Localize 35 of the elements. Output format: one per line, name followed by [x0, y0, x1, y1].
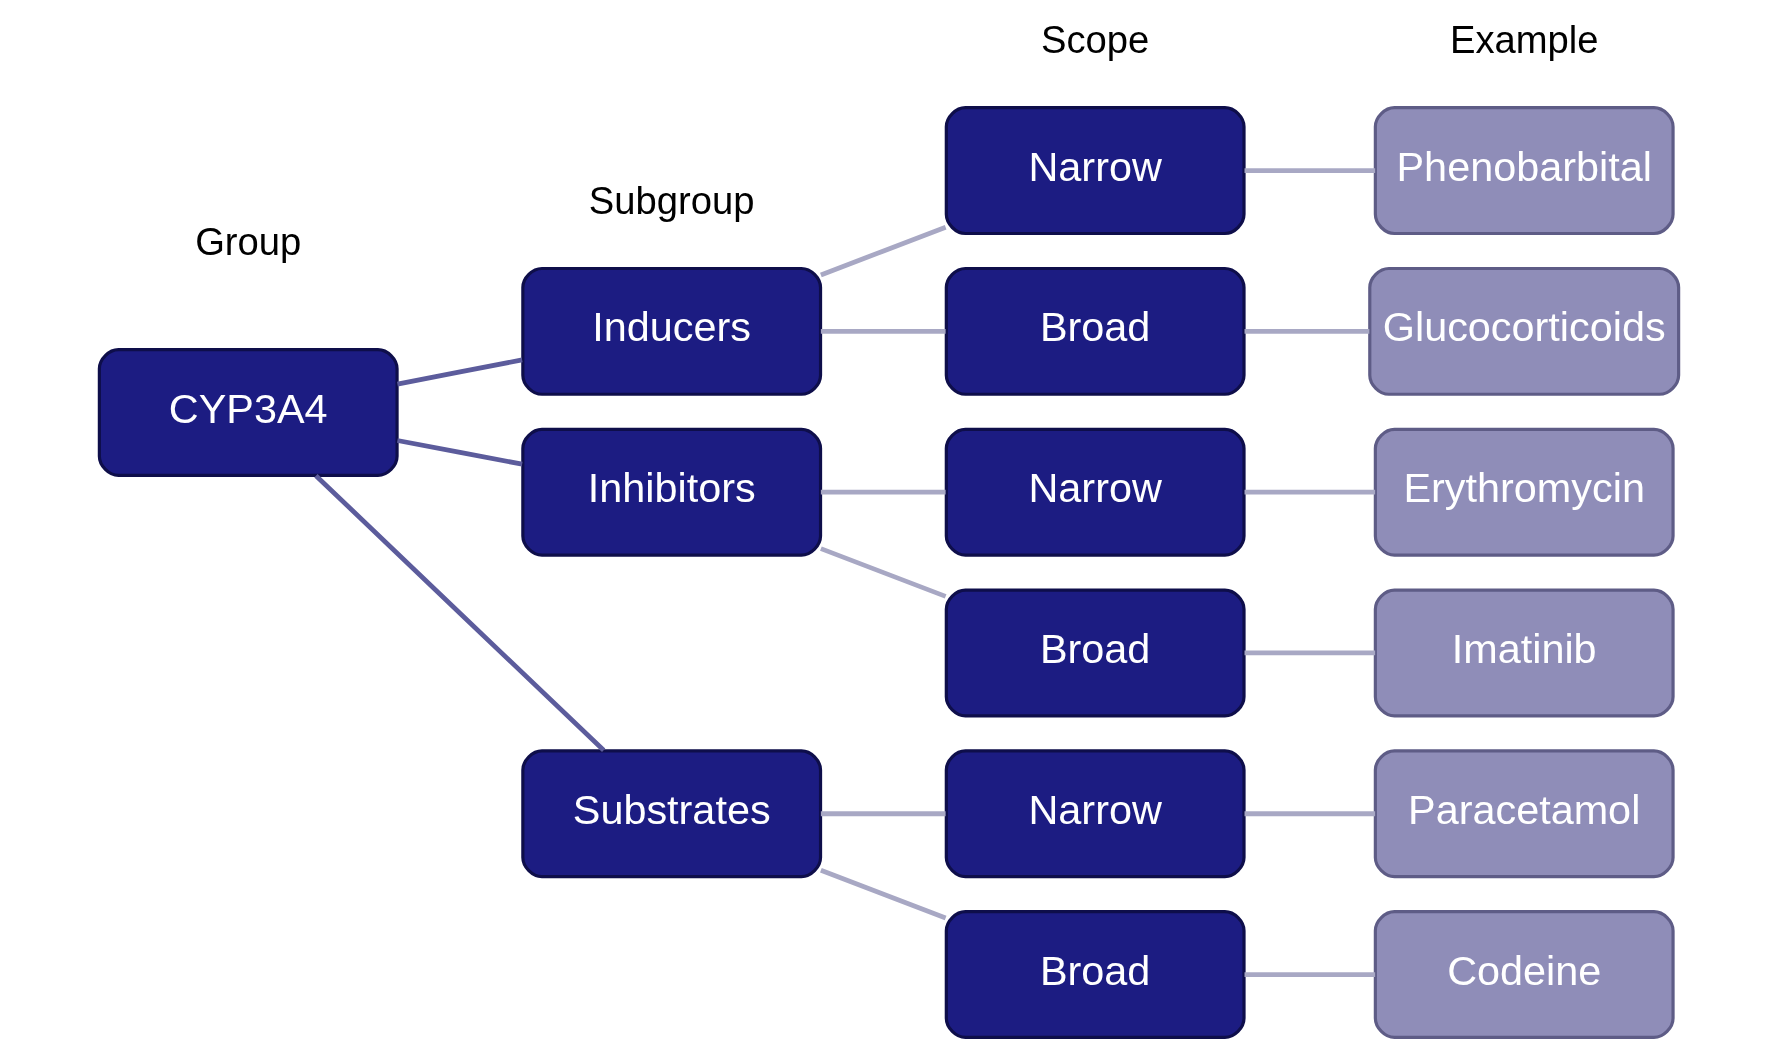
node-box: Inducers [520, 266, 822, 396]
connector [1244, 489, 1375, 495]
connector [820, 489, 946, 495]
connector [1244, 650, 1375, 656]
node-box: Substrates [520, 749, 822, 879]
label: Group [194, 220, 301, 264]
connector [396, 438, 523, 467]
node-box: Broad [944, 910, 1246, 1039]
connector [1244, 811, 1375, 817]
node-box: Narrow [944, 749, 1246, 879]
connector [819, 868, 946, 921]
node-box: Broad [944, 266, 1246, 396]
connector [313, 473, 605, 753]
connector [820, 329, 946, 334]
node-box: Paracetamol [1373, 749, 1675, 879]
node-box: Codeine [1373, 910, 1675, 1039]
node-box: Erythromycin [1373, 427, 1675, 557]
label: Example [1449, 18, 1598, 62]
label: Subgroup [588, 178, 754, 222]
node-box: Broad [944, 588, 1246, 718]
node-box: CYP3A4 [97, 348, 399, 478]
node-box: Glucocorticoids [1367, 266, 1680, 396]
node-box: Narrow [944, 427, 1246, 557]
node-box: Inhibitors [520, 427, 822, 557]
connector [1244, 168, 1375, 173]
connector [819, 224, 946, 278]
connector [820, 811, 946, 817]
node-box: Phenobarbital [1373, 106, 1675, 236]
label: Scope [1040, 18, 1149, 62]
node-box: Imatinib [1373, 588, 1675, 718]
connector [1244, 972, 1375, 977]
connector [1244, 329, 1369, 334]
connector [819, 546, 946, 599]
node-box: Narrow [944, 106, 1246, 236]
connector [396, 357, 523, 387]
